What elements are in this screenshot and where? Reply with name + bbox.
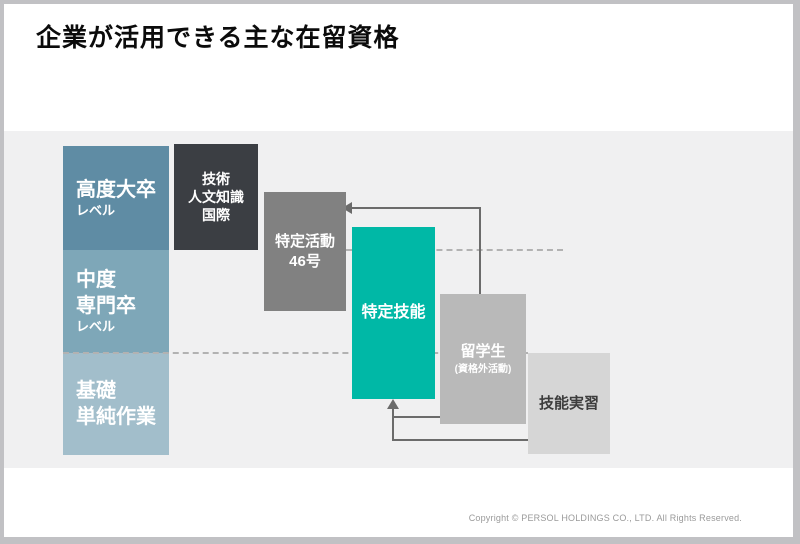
node-gijutsu-jinbun-kokusai: 技術 人文知識 国際 <box>174 144 258 250</box>
level-box-basic-simple-work: 基礎 単純作業 <box>63 353 169 455</box>
node-label: 技能実習 <box>538 394 599 412</box>
dashed-line-upper-level <box>346 249 563 251</box>
node-label: 46号 <box>289 252 321 270</box>
node-tokutei-gino: 特定技能 <box>352 227 435 399</box>
arrow-student-to-gino-horizontal <box>392 416 440 418</box>
level-sublabel: レベル <box>76 202 116 218</box>
node-sublabel: (資格外活動) <box>454 364 512 376</box>
arrow-merge-vertical <box>392 408 394 441</box>
node-label: 人文知識 <box>188 188 244 205</box>
level-box-advanced-graduate: 高度大卒 レベル <box>63 146 169 250</box>
level-label: 単純作業 <box>76 406 156 428</box>
node-ryugakusei: 留学生 (資格外活動) <box>440 294 526 424</box>
level-label: 専門卒 <box>76 295 136 318</box>
level-label: 高度大卒 <box>76 178 156 201</box>
node-label: 国際 <box>202 207 230 224</box>
node-label: 技術 <box>202 170 230 187</box>
level-label: 基礎 <box>76 380 116 402</box>
node-label: 留学生 <box>460 342 506 360</box>
arrow-left-head-icon <box>342 202 352 214</box>
arrow-student-to-katsudo-vertical <box>479 207 481 294</box>
arrow-jisshu-to-gino-horizontal <box>392 439 528 441</box>
level-box-mid-vocational: 中度 専門卒 レベル <box>63 250 169 353</box>
dashed-line-lower-level <box>63 352 528 354</box>
node-label: 特定技能 <box>361 303 426 321</box>
level-sublabel: レベル <box>76 319 116 335</box>
copyright-text: Copyright © PERSOL HOLDINGS CO., LTD. Al… <box>468 513 742 523</box>
slide: 企業が活用できる主な在留資格 高度大卒 レベル 中度 専門卒 レベル 基礎 単純… <box>4 4 793 537</box>
level-label: 中度 <box>76 269 116 292</box>
page-title: 企業が活用できる主な在留資格 <box>36 24 400 52</box>
node-label: 特定活動 <box>274 233 335 250</box>
node-gino-jisshu: 技能実習 <box>528 353 610 454</box>
arrow-student-to-katsudo-horizontal <box>351 207 481 209</box>
arrow-up-head-icon <box>387 399 399 409</box>
node-tokutei-katsudo-46: 特定活動 46号 <box>264 192 346 311</box>
